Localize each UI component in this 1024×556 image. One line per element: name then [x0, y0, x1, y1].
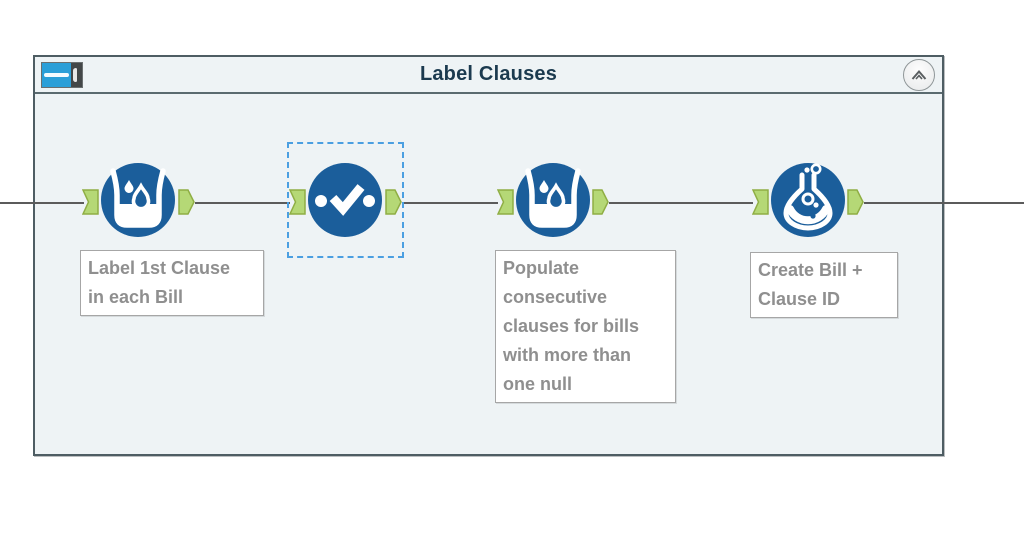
bucket-droplets-icon	[525, 168, 581, 228]
output-anchor[interactable]	[178, 189, 195, 215]
bucket-droplets-icon	[110, 168, 166, 228]
input-anchor[interactable]	[82, 189, 99, 215]
container-icon	[41, 61, 83, 88]
container-icon-knob	[73, 67, 77, 82]
connector-wire[interactable]	[402, 202, 498, 204]
input-anchor[interactable]	[752, 189, 769, 215]
tool-formula[interactable]	[771, 163, 845, 237]
output-anchor[interactable]	[592, 189, 609, 215]
tool-annotation[interactable]: Label 1st Clause in each Bill	[80, 250, 264, 316]
output-anchor[interactable]	[847, 189, 864, 215]
selection-outline	[287, 142, 404, 258]
chevron-up-icon	[911, 69, 927, 80]
tool-annotation[interactable]: Populate consecutive clauses for bills w…	[495, 250, 676, 403]
tool-select[interactable]	[308, 163, 382, 237]
container-icon-line	[44, 72, 69, 77]
flask-icon	[783, 163, 833, 231]
container-title: Label Clauses	[419, 63, 558, 85]
input-anchor[interactable]	[497, 189, 514, 215]
collapse-container-button[interactable]	[903, 59, 935, 91]
tool-multi-row-formula-1[interactable]	[101, 163, 175, 237]
connector-wire[interactable]	[609, 202, 753, 204]
check-dots-icon	[315, 184, 375, 216]
connector-wire[interactable]	[864, 202, 1024, 204]
container-header[interactable]: Label Clauses	[35, 57, 942, 94]
tool-multi-row-formula-2[interactable]	[516, 163, 590, 237]
connector-wire[interactable]	[195, 202, 290, 204]
input-anchor[interactable]	[289, 189, 306, 215]
tool-annotation[interactable]: Create Bill + Clause ID	[750, 252, 898, 318]
connector-wire[interactable]	[0, 202, 84, 204]
output-anchor[interactable]	[385, 189, 402, 215]
